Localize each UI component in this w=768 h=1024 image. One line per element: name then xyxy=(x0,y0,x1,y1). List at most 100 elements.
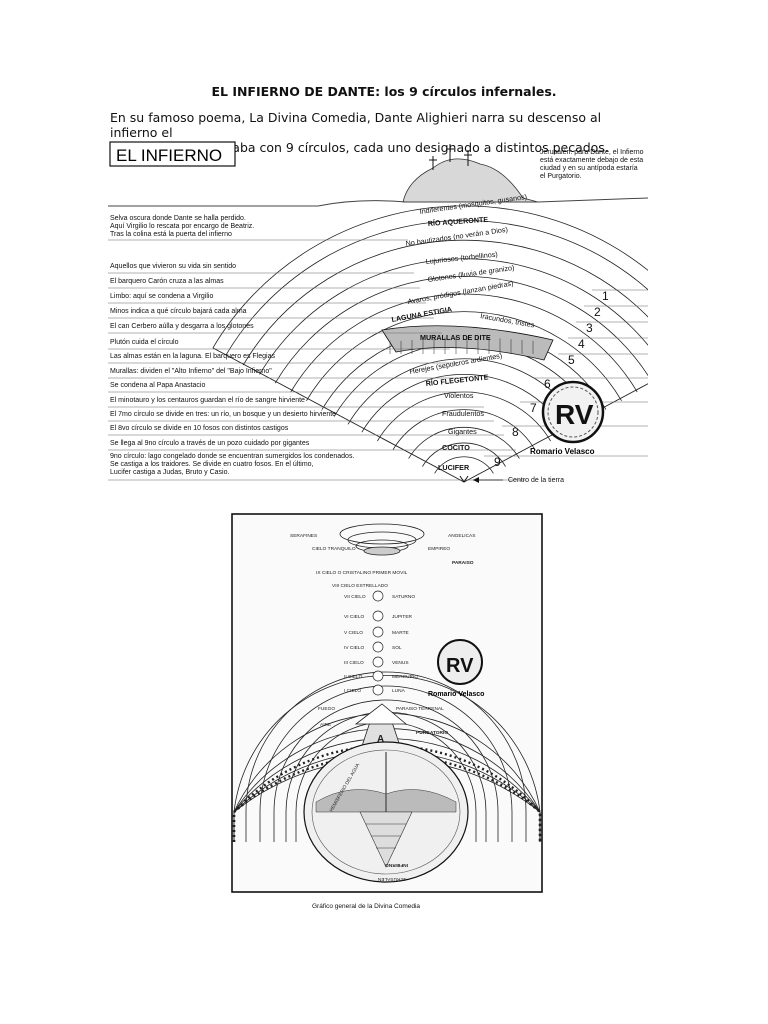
jerusalem-note-line: ciudad y en su antípoda estaría xyxy=(540,165,638,172)
cone-ring xyxy=(408,426,520,459)
heaven-label: INFIERNO xyxy=(385,862,408,868)
circle-number: 7 xyxy=(530,401,537,415)
heaven-label: MARTE xyxy=(392,630,409,636)
cone-ring xyxy=(259,258,648,375)
circle-number: 3 xyxy=(586,321,593,335)
heaven-arc xyxy=(245,671,527,842)
left-note-line: Se castiga a los traidores. Se divide en… xyxy=(110,461,314,468)
jerusalem-note-line: Jerusalén: para Dante, el Infierno xyxy=(540,149,644,156)
jerusalem-note-line: el Purgatorio. xyxy=(540,173,582,180)
left-note-line: El 8vo círculo se divide en 10 fosos con… xyxy=(110,425,289,432)
center-arrow: Centro de la tierra xyxy=(459,475,564,484)
planet-symbol-icon xyxy=(372,641,384,653)
heaven-label: III CIELO xyxy=(344,660,364,666)
cone-ring xyxy=(434,456,494,474)
planet-symbol-icon xyxy=(372,670,384,682)
ring-label: MURALLAS DE DITE xyxy=(420,333,491,342)
seal-monogram: RV xyxy=(555,399,594,430)
left-note-line: Minos indica a qué círculo bajará cada a… xyxy=(110,308,247,315)
heaven-label: PARAISO TERRENAL xyxy=(396,706,444,712)
ring-label: Gigantes xyxy=(448,427,477,436)
circle-number: 5 xyxy=(568,353,575,367)
heaven-label: SATURNO xyxy=(392,594,415,600)
left-note-line: El can Cerbero aúlla y desgarra a los gl… xyxy=(110,323,254,330)
circle-number: 8 xyxy=(512,425,519,439)
left-note-line: Tras la colina está la puerta del infier… xyxy=(110,231,232,238)
cone-ring xyxy=(225,220,648,356)
heaven-label: PARAISO xyxy=(452,560,474,566)
infierno-heading: EL INFIERNO xyxy=(116,146,222,165)
document-title: EL INFIERNO DE DANTE: los 9 círculos inf… xyxy=(211,84,557,99)
planet-symbol-icon xyxy=(372,610,384,622)
heaven-label: V CIELO xyxy=(344,630,363,636)
cone-ring xyxy=(392,409,536,451)
divina-comedia-diagram: SERAFINES ANGELICAS CIELO TRANQUILO EMPI… xyxy=(231,513,543,910)
left-note-line: Plutón cuida el círculo xyxy=(110,339,179,346)
left-note-line: Lucifer castiga a Judas, Bruto y Casio. xyxy=(110,469,230,476)
cone-ring xyxy=(290,293,638,393)
ring-label: LAGUNA ESTIGIA xyxy=(391,304,453,323)
heaven-label: VENUS xyxy=(392,660,409,666)
circle-number: 4 xyxy=(578,337,585,351)
rv-seal-logo: RV Romario Velasco xyxy=(428,639,484,698)
planet-symbol-icon xyxy=(372,590,384,602)
ring-label: Avaros, pródigos (lanzan piedras) xyxy=(407,278,514,306)
ring-label: Herejes (sepulcros ardientes) xyxy=(409,351,503,376)
cone-ring xyxy=(274,275,648,384)
svg-text:A: A xyxy=(377,734,384,745)
left-note-line: El 7mo círculo se divide en tres: un río… xyxy=(110,411,336,418)
heaven-label: VII CIELO xyxy=(344,594,366,600)
left-note-line: 9no círculo: lago congelado donde se enc… xyxy=(110,453,354,460)
surface-line xyxy=(108,197,648,207)
heaven-label: IX CIELO O CRISTALINO PRIMER MOVIL xyxy=(316,570,408,576)
ring-label: Violentos xyxy=(444,391,474,400)
circle-number: 2 xyxy=(594,305,601,319)
svg-text:RV: RV xyxy=(446,655,474,677)
heaven-label: PURGATORIO xyxy=(416,730,448,736)
heaven-label: JERUSALEN xyxy=(377,876,406,882)
cone-ring xyxy=(422,442,506,467)
wall-band xyxy=(381,325,554,361)
circle-number: 9 xyxy=(494,455,501,469)
left-note-line: El minotauro y los centauros guardan el … xyxy=(110,397,305,404)
cone-ring xyxy=(242,239,648,366)
left-note-line: Limbo: aquí se condena a Virgilio xyxy=(110,293,213,300)
rv-seal-logo: RV Romario Velasco xyxy=(530,380,605,456)
ring-label: No bautizados (no verán a Dios) xyxy=(405,225,508,248)
heaven-label: IV CIELO xyxy=(344,645,365,651)
heaven-label: JUPITER xyxy=(392,614,413,620)
jerusalem-note-line: está exactamente debajo de esta xyxy=(540,157,643,164)
ring-label: LUCIFER xyxy=(438,463,470,472)
seal-signature: Romario Velasco xyxy=(428,691,484,698)
left-note-line: Las almas están en la laguna. El barquer… xyxy=(110,353,275,360)
heaven-label: I CIELO xyxy=(344,688,361,694)
ring-label: RÍO FLEGETONTE xyxy=(425,372,489,388)
heaven-label: AIRE xyxy=(320,722,331,728)
figure-caption: Gráfico general de la Divina Comedia xyxy=(312,903,420,910)
heaven-label: II CIELO xyxy=(344,674,363,680)
wall-bricks xyxy=(389,336,534,354)
heaven-label: MERCURIO xyxy=(392,674,418,680)
left-note-line: Se condena al Papa Anastacio xyxy=(110,382,205,389)
heaven-arc xyxy=(273,699,499,842)
cone-ring xyxy=(212,205,648,349)
heaven-label: LUNA xyxy=(392,688,406,694)
empireo-rings xyxy=(339,523,425,556)
leader-lines xyxy=(108,239,526,481)
intro-line-1: En su famoso poema, La Divina Comedia, D… xyxy=(110,110,602,140)
left-notes: Selva oscura donde Dante se halla perdid… xyxy=(110,215,354,476)
ring-label: COCITO xyxy=(442,443,470,452)
heaven-arc xyxy=(233,675,541,842)
ring-label: Fraudulentos xyxy=(442,409,484,418)
heaven-label: VIII CIELO ESTRELLADO xyxy=(332,583,388,589)
ring-label: Lujuriosos (torbellinos) xyxy=(425,249,498,266)
calvary-hill xyxy=(402,158,539,203)
left-note-line: Selva oscura donde Dante se halla perdid… xyxy=(110,215,246,222)
heading-box xyxy=(109,141,236,167)
left-note-line: Murallas: dividen el "Alto Infierno" del… xyxy=(110,368,272,375)
heaven-label: FUEGO xyxy=(318,706,335,712)
infierno-diagram: EL INFIERNO Jerusalén: para Dante, el In… xyxy=(108,141,648,484)
